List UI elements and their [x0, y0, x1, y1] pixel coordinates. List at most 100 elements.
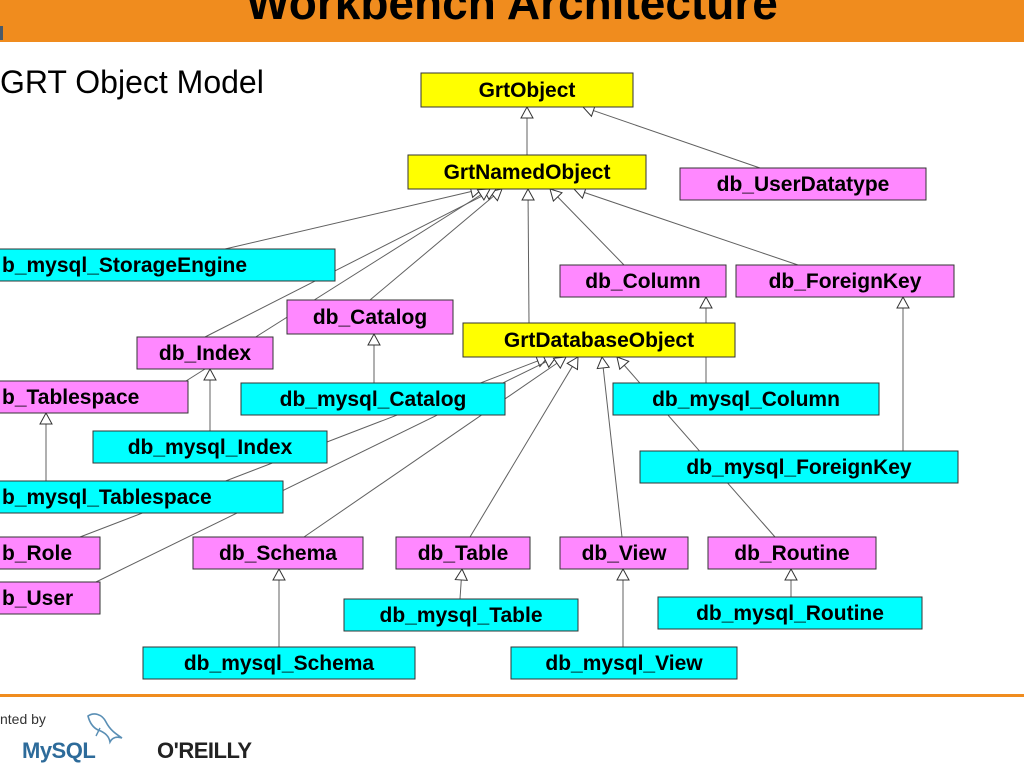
- inheritance-edge-GrtDatabaseObject-to-GrtNamedObject: [521, 187, 535, 324]
- inheritance-edge-db_View-to-GrtDatabaseObject: [596, 355, 623, 538]
- edge-line: [303, 362, 558, 538]
- class-box: [0, 248, 336, 282]
- inheritance-edge-db_mysql_Catalog-to-db_Catalog: [367, 332, 381, 383]
- class-box: [0, 380, 189, 414]
- inheritance-arrowhead-icon: [699, 295, 713, 309]
- class-node-db_User: b_User: [0, 581, 101, 615]
- inheritance-edge-db_Catalog-to-GrtNamedObject: [369, 188, 503, 301]
- class-node-GrtObject: GrtObject: [420, 72, 634, 108]
- inheritance-arrowhead-icon: [203, 367, 217, 381]
- class-box: [240, 382, 506, 416]
- class-label: db_View: [582, 542, 667, 565]
- inheritance-arrowhead-icon: [454, 567, 469, 581]
- class-label: db_Catalog: [313, 306, 427, 329]
- class-box: [510, 646, 738, 680]
- class-node-db_mysql_Schema: db_mysql_Schema: [142, 646, 416, 680]
- inheritance-arrowhead-icon: [272, 567, 286, 581]
- slide-subtitle: GRT Object Model: [0, 64, 264, 100]
- class-box: [343, 598, 579, 632]
- title-bar: Workbench Architecture: [0, 0, 1024, 42]
- edge-line: [469, 366, 573, 538]
- class-node-db_mysql_Routine: db_mysql_Routine: [657, 596, 923, 630]
- class-label: db_Column: [585, 270, 701, 293]
- class-label: db_mysql_View: [545, 652, 703, 675]
- class-node-db_Schema: db_Schema: [192, 536, 364, 570]
- edge-line: [204, 193, 487, 338]
- mysql-dolphin-icon: [87, 713, 123, 745]
- inheritance-edge-db_Table-to-GrtDatabaseObject: [469, 356, 579, 538]
- class-node-db_Tablespace: b_Tablespace: [0, 380, 189, 414]
- class-node-db_mysql_View: db_mysql_View: [510, 646, 738, 680]
- class-box: [407, 154, 647, 190]
- inheritance-arrowhead-icon: [552, 356, 567, 370]
- inheritance-edge-db_mysql_Routine-to-db_Routine: [784, 567, 798, 597]
- class-label: db_mysql_Table: [380, 604, 543, 627]
- inheritance-edge-db_mysql_View-to-db_View: [616, 567, 630, 647]
- class-node-db_UserDatatype: db_UserDatatype: [679, 167, 927, 201]
- class-box: [679, 167, 927, 201]
- class-box: [136, 336, 274, 370]
- class-label: db_UserDatatype: [717, 173, 890, 196]
- class-box: [92, 430, 328, 464]
- class-box: [657, 596, 923, 630]
- class-box: [462, 322, 736, 358]
- inheritance-edge-db_mysql_ForeignKey-to-db_ForeignKey: [896, 295, 910, 451]
- edge-line: [593, 110, 761, 169]
- class-node-db_mysql_Catalog: db_mysql_Catalog: [240, 382, 506, 416]
- class-node-db_mysql_Table: db_mysql_Table: [343, 598, 579, 632]
- inheritance-arrowhead-icon: [520, 105, 534, 119]
- class-node-GrtNamedObject: GrtNamedObject: [407, 154, 647, 190]
- class-box: [0, 480, 284, 514]
- inheritance-arrowhead-icon: [39, 411, 53, 425]
- class-node-db_Routine: db_Routine: [707, 536, 877, 570]
- inheritance-arrowhead-icon: [596, 355, 611, 370]
- edges-layer: [39, 104, 910, 647]
- oreilly-logo: O'REILLY: [157, 738, 252, 763]
- inheritance-arrowhead-icon: [566, 356, 579, 371]
- inheritance-edge-db_mysql_Schema-to-db_Schema: [272, 567, 286, 647]
- class-node-db_mysql_Tablespace: b_mysql_Tablespace: [0, 480, 284, 514]
- inheritance-edge-db_mysql_StorageEngine-to-GrtNamedObject: [224, 184, 484, 250]
- inheritance-edge-db_mysql_Table-to-db_Table: [454, 567, 469, 600]
- class-box: [559, 536, 689, 570]
- class-label: db_mysql_ForeignKey: [686, 456, 912, 479]
- class-box: [0, 581, 101, 615]
- edge-line: [369, 195, 494, 301]
- inheritance-arrowhead-icon: [521, 187, 535, 201]
- class-node-db_mysql_Column: db_mysql_Column: [612, 382, 880, 416]
- class-box: [612, 382, 880, 416]
- class-label: GrtDatabaseObject: [504, 329, 694, 352]
- class-label: b_User: [2, 587, 73, 610]
- class-node-db_View: db_View: [559, 536, 689, 570]
- inheritance-edge-db_mysql_Tablespace-to-db_Tablespace: [39, 411, 53, 481]
- class-node-db_Role: b_Role: [0, 536, 101, 570]
- class-box: [735, 264, 955, 298]
- class-node-db_mysql_StorageEngine: b_mysql_StorageEngine: [0, 248, 336, 282]
- inheritance-arrowhead-icon: [549, 188, 563, 203]
- class-node-db_Index: db_Index: [136, 336, 274, 370]
- inheritance-arrowhead-icon: [616, 356, 630, 371]
- class-box: [0, 536, 101, 570]
- class-node-db_Column: db_Column: [559, 264, 727, 298]
- class-label: db_Index: [159, 342, 252, 365]
- class-label: db_mysql_Index: [128, 436, 293, 459]
- mysql-logo: MySQL: [22, 738, 96, 763]
- class-label: db_Schema: [219, 542, 337, 565]
- edge-line: [602, 367, 623, 538]
- class-label: db_mysql_Catalog: [280, 388, 467, 411]
- presented-by-text: nted by: [0, 711, 46, 727]
- inheritance-arrowhead-icon: [784, 567, 798, 581]
- inheritance-arrowhead-icon: [367, 332, 381, 346]
- class-label: db_mysql_Schema: [184, 652, 375, 675]
- slide-title: Workbench Architecture: [246, 0, 778, 29]
- class-box: [142, 646, 416, 680]
- class-box: [639, 450, 959, 484]
- edge-line: [527, 199, 530, 324]
- class-box: [559, 264, 727, 298]
- class-node-db_Table: db_Table: [395, 536, 531, 570]
- class-node-db_mysql_Index: db_mysql_Index: [92, 430, 328, 464]
- class-box: [395, 536, 531, 570]
- header-edge-decoration: [0, 26, 3, 40]
